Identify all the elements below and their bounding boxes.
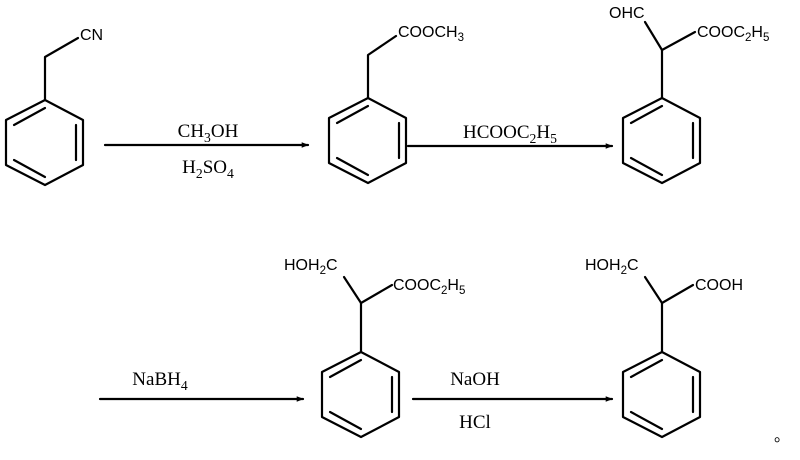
hydroxymethyl-group: HOH2C	[284, 257, 338, 277]
ester-bond	[359, 283, 394, 305]
ester-group: COOCH3	[398, 24, 464, 44]
cn-group: CN	[80, 27, 103, 44]
benzene-ring	[621, 96, 702, 185]
reagent-above: NaOH	[450, 369, 500, 390]
molecule-benzyl-cyanide: CN	[4, 27, 103, 187]
reagent-above: NaBH4	[132, 369, 188, 393]
cho-bond	[643, 20, 664, 52]
reagent-above: HCOOC2H5	[463, 122, 557, 146]
arrow-step-2: HCOOC2H5	[406, 122, 614, 149]
ch2oh-bond	[643, 275, 664, 305]
benzene-ring	[621, 350, 702, 439]
arrow-step-1: CH3OH H2SO4	[103, 121, 310, 181]
aldehyde-group: OHC	[609, 5, 645, 22]
reagent-below: HCl	[459, 412, 491, 433]
benzene-ring	[320, 350, 401, 439]
ch2-chain	[366, 34, 398, 100]
molecule-tropic-acid: HOH2C COOH	[585, 257, 743, 439]
benzene-ring	[327, 96, 408, 185]
hydroxymethyl-group: HOH2C	[585, 257, 639, 277]
molecule-hydroxymethyl-ester: HOH2C COOC2H5	[284, 257, 465, 439]
ester-group: COOC2H5	[697, 24, 769, 44]
carboxylic-acid-group: COOH	[695, 277, 743, 294]
arrow-step-4: NaOH HCl	[411, 369, 614, 433]
benzene-ring	[4, 98, 85, 187]
molecule-formyl-ester: OHC COOC2H5	[609, 5, 769, 185]
reagent-below: H2SO4	[182, 157, 234, 181]
acid-bond	[660, 283, 695, 305]
ch2-chain	[43, 36, 80, 102]
ester-bond	[660, 30, 697, 52]
end-mark: 。	[774, 428, 790, 445]
reagent-above: CH3OH	[178, 121, 239, 145]
ester-group: COOC2H5	[393, 277, 465, 297]
molecule-methyl-phenylacetate: COOCH3	[327, 24, 464, 185]
ch2oh-bond	[342, 275, 363, 305]
arrow-step-3: NaBH4	[98, 369, 305, 402]
